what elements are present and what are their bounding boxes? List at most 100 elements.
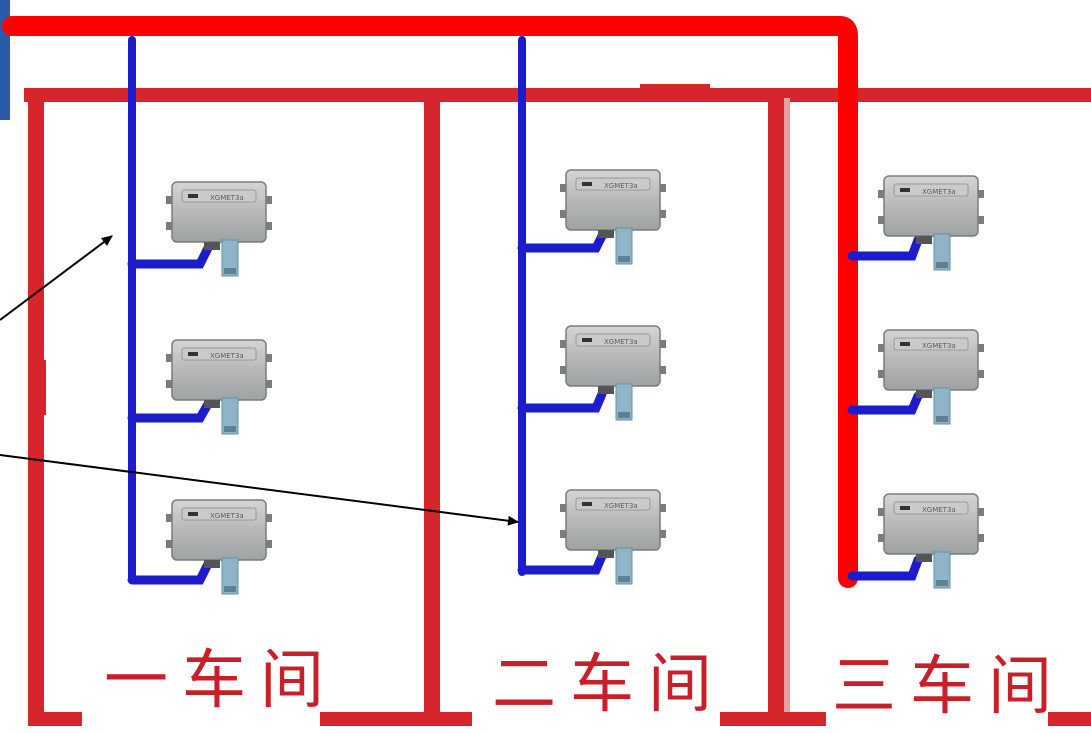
mount-ear	[976, 534, 984, 542]
sensor-probe	[221, 397, 239, 435]
mount-ear	[166, 222, 174, 230]
mount-ear	[166, 380, 174, 388]
probe-tip	[936, 262, 948, 268]
mount-ear	[976, 370, 984, 378]
wall-left	[28, 88, 44, 720]
probe-tip	[618, 412, 630, 418]
floor-seg-4	[1048, 712, 1091, 726]
main-pipe	[2, 16, 858, 588]
device-logo-mark	[900, 188, 910, 192]
mount-ear	[878, 370, 886, 378]
mount-ear	[560, 340, 568, 348]
connector-1a	[127, 243, 213, 269]
connector-2a	[517, 231, 607, 253]
sensor-probe	[933, 387, 951, 425]
device-tag-text: XGMET3a	[604, 502, 638, 510]
branch-pipes	[127, 36, 923, 585]
device-label-plate	[893, 501, 969, 515]
workshop-label-2: 二车间	[492, 648, 726, 722]
mount-ear	[264, 196, 272, 204]
device-label-plate	[575, 333, 651, 347]
mount-ear	[560, 184, 568, 192]
device-label-plate	[575, 497, 651, 511]
wall-2-3-inner	[784, 98, 790, 720]
workshop-label-1: 一车间	[104, 644, 338, 718]
sensor-probe	[615, 227, 633, 265]
mount-ear	[560, 366, 568, 374]
gas-detector-1: XGMET3a	[166, 181, 272, 277]
mount-ear	[560, 504, 568, 512]
mount-ear	[878, 534, 886, 542]
mount-ear	[166, 514, 174, 522]
mount-ear	[878, 216, 886, 224]
device-label-plate	[893, 337, 969, 351]
wall-2-3	[768, 98, 784, 720]
connector-2c	[517, 551, 607, 575]
connector-3b	[847, 391, 923, 415]
mount-ear	[264, 514, 272, 522]
cable-gland	[204, 400, 220, 408]
connector-1c	[127, 559, 213, 585]
floor-seg-2	[320, 712, 472, 726]
mount-ear	[878, 190, 886, 198]
device-label-plate	[893, 183, 969, 197]
gas-detector-9: XGMET3a	[878, 493, 984, 589]
mount-ear	[166, 540, 174, 548]
mount-ear	[976, 344, 984, 352]
device-tag-text: XGMET3a	[922, 188, 956, 196]
mount-ear	[976, 508, 984, 516]
left-edge-strip	[0, 0, 10, 120]
wall-1-2	[424, 98, 440, 720]
mount-ear	[658, 530, 666, 538]
roof-beam-bump	[640, 84, 710, 92]
cable-gland	[204, 560, 220, 568]
mount-ear	[264, 354, 272, 362]
gas-detector-5: XGMET3a	[560, 325, 666, 421]
wall-left-notch	[38, 360, 46, 415]
probe-tip	[224, 586, 236, 592]
sensor-probe	[615, 383, 633, 421]
probe-tip	[936, 580, 948, 586]
device-tag-text: XGMET3a	[604, 338, 638, 346]
gas-detector-4: XGMET3a	[560, 169, 666, 265]
sensor-probe	[933, 551, 951, 589]
sensor-probe	[221, 557, 239, 595]
device-logo-mark	[900, 506, 910, 510]
sensor-probe	[221, 239, 239, 277]
cable-gland	[916, 554, 932, 562]
probe-tip	[618, 256, 630, 262]
device-logo-mark	[582, 182, 592, 186]
connector-2b	[517, 389, 607, 413]
device-label-plate	[181, 347, 257, 361]
mount-ear	[560, 530, 568, 538]
mount-ear	[166, 196, 174, 204]
gas-detector-6: XGMET3a	[560, 489, 666, 585]
floor-seg-3	[720, 712, 826, 726]
connector-1b	[127, 399, 213, 423]
device-tag-text: XGMET3a	[604, 182, 638, 190]
probe-tip	[224, 426, 236, 432]
workshop-label-3: 三车间	[832, 650, 1066, 724]
roof-beam	[24, 88, 1091, 102]
floor-seg-1	[28, 712, 82, 726]
gas-detector-7: XGMET3a	[878, 175, 984, 271]
gas-detector-2: XGMET3a	[166, 339, 272, 435]
device-logo-mark	[582, 338, 592, 342]
device-tag-text: XGMET3a	[922, 506, 956, 514]
device-logo-mark	[188, 194, 198, 198]
mount-ear	[976, 190, 984, 198]
gas-detector-3: XGMET3a	[166, 499, 272, 595]
mount-ear	[658, 504, 666, 512]
mount-ear	[878, 508, 886, 516]
arrow-to-branch-1	[0, 235, 113, 321]
device-logo-mark	[188, 352, 198, 356]
sensor-probe	[933, 233, 951, 271]
device-label-plate	[575, 177, 651, 191]
sensor-probe	[615, 547, 633, 585]
device-logo-mark	[900, 342, 910, 346]
device-tag-text: XGMET3a	[210, 512, 244, 520]
mount-ear	[166, 354, 174, 362]
device-tag-text: XGMET3a	[210, 352, 244, 360]
mount-ear	[658, 184, 666, 192]
